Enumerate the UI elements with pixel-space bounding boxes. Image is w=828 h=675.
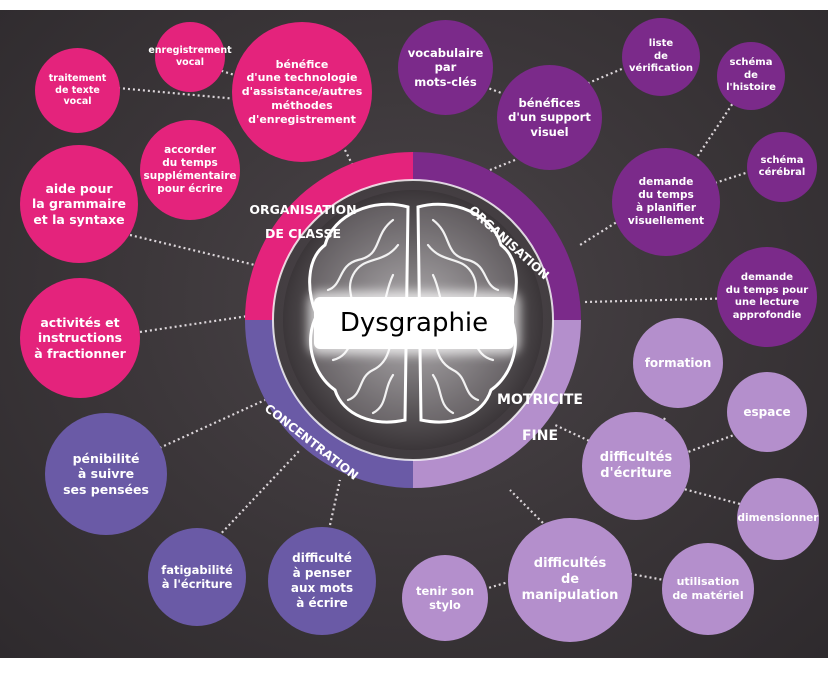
node-benefice-technologie: bénéfice d'une technologie d'assistance/… xyxy=(232,22,372,162)
sector-organisation xyxy=(413,152,581,320)
node-liste-verification: liste de vérification xyxy=(622,18,700,96)
node-formation: formation xyxy=(633,318,723,408)
sector-label-organisation-classe: ORGANISATION DE CLASSE xyxy=(249,202,357,241)
node-penibilite: pénibilité à suivre ses pensées xyxy=(45,413,167,535)
node-demande-lecture: demande du temps pour une lecture approf… xyxy=(717,247,817,347)
page-title: Dysgraphie xyxy=(314,297,514,349)
node-vocabulaire: vocabulaire par mots-clés xyxy=(398,20,493,115)
sector-label-motricite: MOTRICITE FINE xyxy=(497,392,583,445)
sector-organisation-classe xyxy=(245,152,413,320)
node-schema-histoire: schéma de l'histoire xyxy=(717,42,785,110)
sector-concentration xyxy=(245,320,413,488)
node-aide-grammaire: aide pour la grammaire et la syntaxe xyxy=(20,145,138,263)
node-utilisation-materiel: utilisation de matériel xyxy=(662,543,754,635)
node-benefices-support: bénéfices d'un support visuel xyxy=(497,65,602,170)
node-difficultes-ecriture: difficultés d'écriture xyxy=(582,412,690,520)
node-enregistrement-vocal: enregistrement vocal xyxy=(148,22,232,92)
node-traitement-texte-vocal: traitement de texte vocal xyxy=(35,48,120,133)
node-difficulte-penser: difficulté à penser aux mots à écrire xyxy=(268,527,376,635)
node-activites-instructions: activités et instructions à fractionner xyxy=(20,278,140,398)
node-accorder-temps: accorder du temps supplémentaire pour éc… xyxy=(140,120,240,220)
node-demande-planifier: demande du temps à planifier visuellemen… xyxy=(612,148,720,256)
node-dimensionner: dimensionner xyxy=(737,478,819,560)
node-tenir-stylo: tenir son stylo xyxy=(402,555,488,641)
node-difficultes-manipulation: difficultés de manipulation xyxy=(508,518,632,642)
node-schema-cerebral: schéma cérébral xyxy=(747,132,817,202)
node-espace: espace xyxy=(727,372,807,452)
sector-motricite xyxy=(413,320,581,488)
node-fatigabilite: fatigabilité à l'écriture xyxy=(148,528,246,626)
